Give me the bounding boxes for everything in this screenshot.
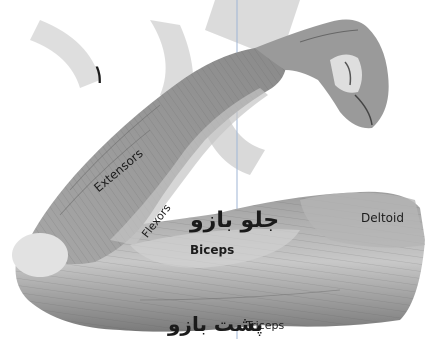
figure-number: ۱ <box>92 62 106 88</box>
label-deltoid: Deltoid <box>361 212 404 224</box>
elbow <box>12 233 68 277</box>
label-biceps-fa: جلو بازو <box>190 210 279 232</box>
label-triceps: Triceps <box>246 320 284 331</box>
label-biceps: Biceps <box>190 244 234 256</box>
